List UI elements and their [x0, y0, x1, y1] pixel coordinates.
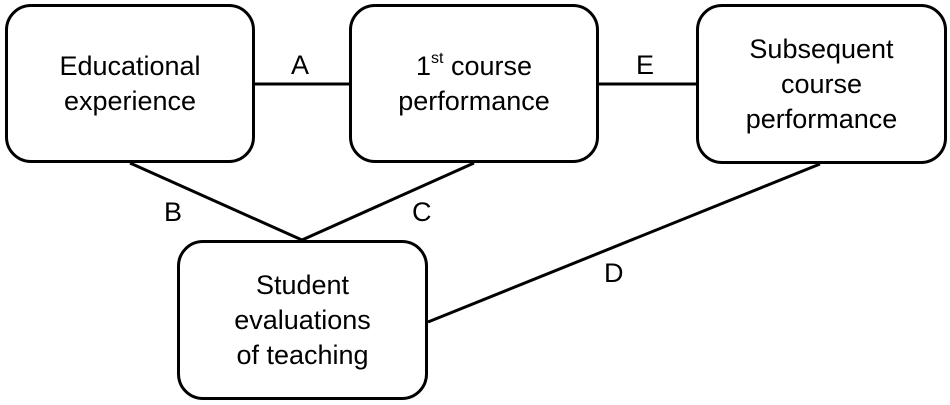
- node-educational-line-2: experience: [63, 85, 197, 116]
- edge-label-c: C: [412, 197, 432, 227]
- node-student-line-1: Student: [255, 269, 350, 300]
- node-subsequent-course-performance: Subsequent course performance: [696, 4, 947, 164]
- node-educational-line-1: Educational: [59, 50, 201, 81]
- edge-label-b: B: [164, 197, 183, 227]
- node-student-line-3: of teaching: [236, 339, 369, 370]
- node-first-line-1-rest: course: [443, 50, 532, 81]
- edge-label-d: D: [604, 258, 624, 288]
- node-student-evaluations-of-teaching: Student evaluations of teaching: [177, 240, 428, 400]
- edge-c-line: [301, 161, 475, 242]
- node-first-line-1: 1st course: [398, 49, 550, 84]
- node-educational-experience: Educational experience: [5, 4, 255, 163]
- node-subsequent-line-3: performance: [745, 103, 898, 134]
- node-student-line-2: evaluations: [234, 304, 371, 335]
- edge-label-e: E: [636, 50, 655, 80]
- node-first-line-2: performance: [398, 85, 550, 116]
- edge-d-line: [427, 162, 821, 324]
- node-first-course-performance: 1st course performance: [349, 4, 599, 163]
- node-first-ordinal: 1: [415, 50, 431, 81]
- node-subsequent-line-1: Subsequent: [749, 33, 894, 64]
- node-first-ordinal-suffix: st: [431, 49, 444, 67]
- node-subsequent-line-2: course: [780, 68, 863, 99]
- edge-b-line: [129, 161, 303, 242]
- edge-label-a: A: [291, 50, 310, 80]
